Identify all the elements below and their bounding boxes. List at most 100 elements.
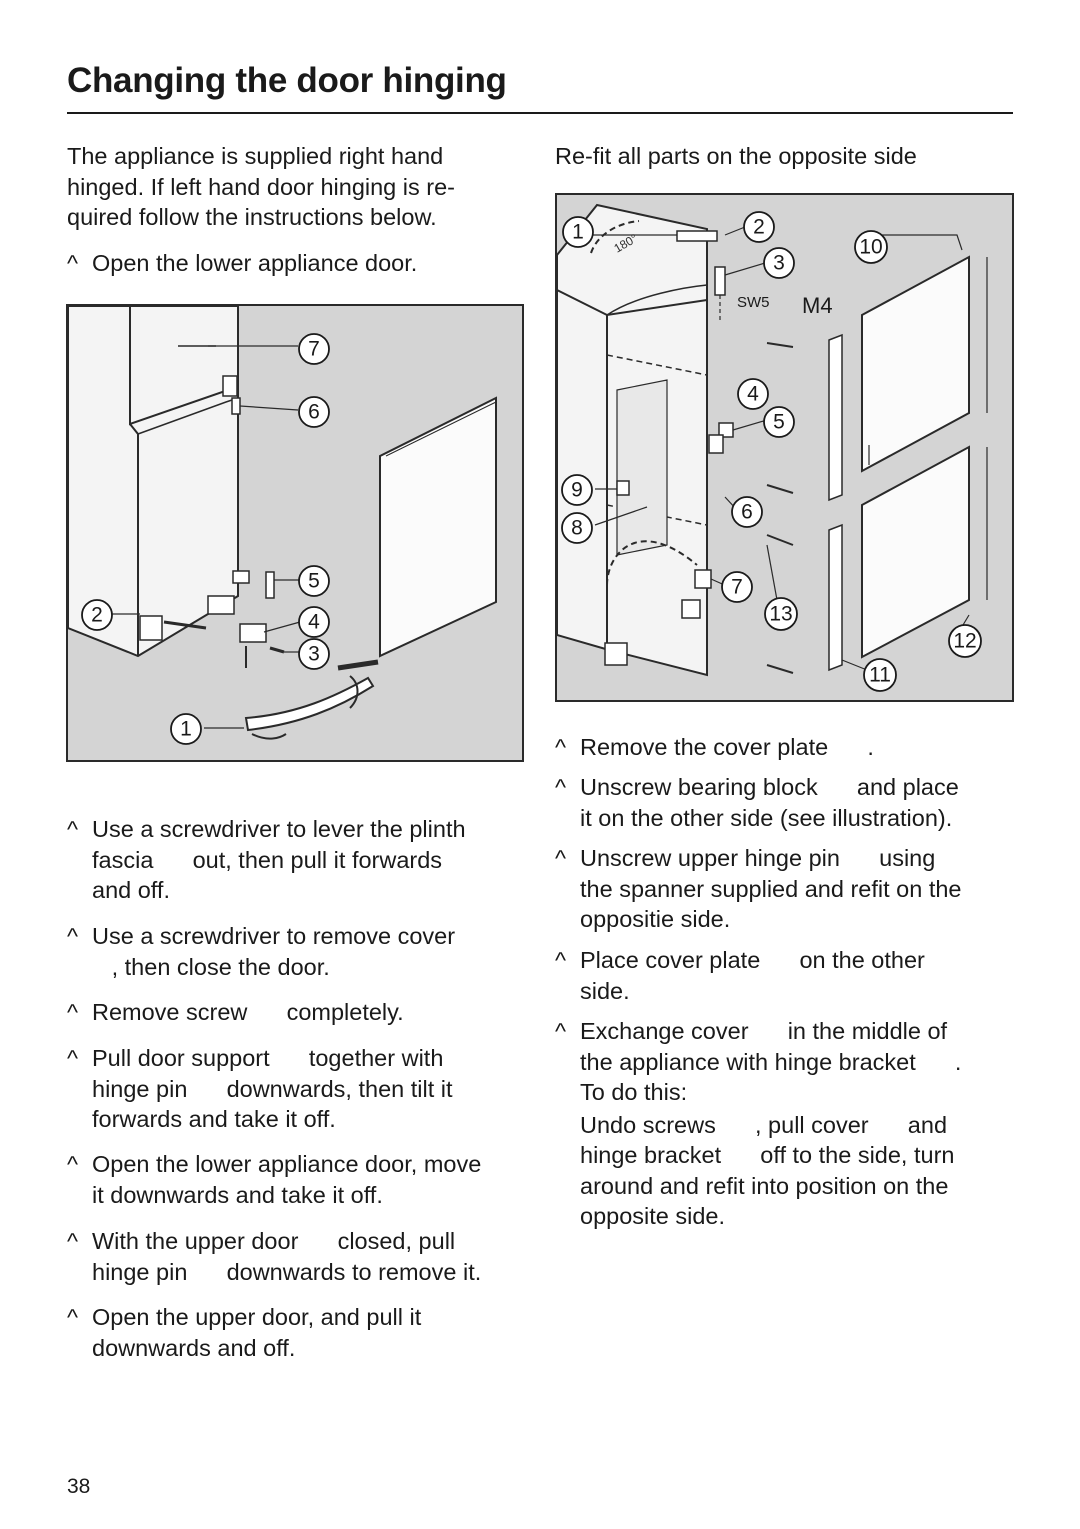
- callout-label: 3: [308, 643, 320, 666]
- step-line: hinge bracket off to the side, turn: [580, 1142, 955, 1168]
- callout-12: 12: [948, 624, 982, 658]
- callout-label: 9: [571, 479, 583, 502]
- step-line: and off.: [92, 877, 170, 903]
- callout-label: 3: [773, 252, 785, 275]
- step-line: Remove screw completely.: [92, 999, 404, 1025]
- callout-6: 6: [298, 396, 330, 428]
- step-open-lower-door: ^ Open the lower appliance door.: [67, 248, 417, 279]
- step-upper-hinge-pin-refit: ^ Unscrew upper hinge pin using the span…: [555, 843, 962, 935]
- step-line: Use a screwdriver to lever the plinth: [92, 816, 466, 842]
- step-marker: ^: [67, 1304, 79, 1330]
- step-line: Undo screws , pull cover and: [580, 1111, 948, 1138]
- callout-6: 6: [731, 496, 763, 528]
- page-title: Changing the door hinging: [67, 61, 507, 100]
- title-rule: [67, 112, 1013, 114]
- callout-label: 4: [747, 383, 759, 406]
- callout-5: 5: [298, 565, 330, 597]
- step-line: around and refit into position on the: [580, 1172, 949, 1199]
- step-marker: ^: [555, 1018, 567, 1044]
- step-plinth: ^ Use a screwdriver to lever the plinth …: [67, 814, 466, 906]
- intro-line: hinged. If left hand door hinging is re-: [67, 173, 456, 200]
- step-marker: ^: [67, 1151, 79, 1177]
- callout-10: 10: [854, 230, 888, 264]
- step-place-cover-plate: ^ Place cover plate on the other side.: [555, 945, 925, 1006]
- callout-label: 1: [572, 221, 584, 244]
- step-line: With the upper door closed, pull: [92, 1228, 456, 1254]
- callout-label: 4: [308, 611, 320, 634]
- page-number: 38: [67, 1475, 91, 1498]
- callout-7: 7: [298, 333, 330, 365]
- callout-4: 4: [298, 606, 330, 638]
- step-marker: ^: [67, 1228, 79, 1254]
- step-marker: ^: [555, 845, 567, 871]
- intro-line: The appliance is supplied right hand: [67, 143, 444, 169]
- step-marker: ^: [67, 923, 79, 949]
- step-marker: ^: [67, 250, 79, 276]
- callout-5: 5: [763, 406, 795, 438]
- callout-label: 2: [91, 604, 103, 627]
- callout-label: 6: [308, 401, 320, 424]
- callout-8: 8: [561, 512, 593, 544]
- step-line: Exchange cover in the middle of: [580, 1018, 948, 1044]
- step-line: it downwards and take it off.: [92, 1181, 383, 1208]
- step-line: Unscrew upper hinge pin using: [580, 845, 936, 871]
- refit-drawing: 180° SW5 M4: [557, 203, 988, 692]
- callout-label: 12: [953, 630, 976, 653]
- step-line: To do this:: [580, 1079, 688, 1105]
- step-line: hinge pin downwards, then tilt it: [92, 1075, 453, 1102]
- step-line: Remove the cover plate .: [580, 734, 874, 760]
- callout-label: 2: [753, 216, 765, 239]
- step-marker: ^: [67, 1045, 79, 1071]
- step-line: the spanner supplied and refit on the: [580, 875, 962, 902]
- step-line: Open the upper door, and pull it: [92, 1304, 422, 1330]
- step-door-support: ^ Pull door support together with hinge …: [67, 1043, 453, 1135]
- step-bearing-block: ^ Unscrew bearing block and place it on …: [555, 772, 959, 833]
- step-remove-screw: ^ Remove screw completely.: [67, 997, 404, 1028]
- refit-heading: Re-fit all parts on the opposite side: [555, 143, 917, 169]
- step-line: opposite side.: [580, 1203, 726, 1229]
- callout-label: 5: [773, 411, 785, 434]
- step-line: Use a screwdriver to remove cover: [92, 923, 456, 949]
- callout-7: 7: [721, 571, 753, 603]
- callout-9: 9: [561, 474, 593, 506]
- step-line: Pull door support together with: [92, 1045, 444, 1071]
- callout-label: 7: [308, 338, 320, 361]
- callout-label: 1: [180, 718, 192, 741]
- step-line: Place cover plate on the other: [580, 947, 925, 973]
- callout-2: 2: [81, 599, 113, 631]
- step-upper-door-off: ^ Open the upper door, and pull it downw…: [67, 1302, 421, 1363]
- step-exchange-cover: ^ Exchange cover in the middle of the ap…: [555, 1016, 961, 1232]
- callout-label: 11: [869, 664, 891, 687]
- step-line: forwards and take it off.: [92, 1106, 336, 1132]
- removal-illustration: 7 6 5 2 4 3 1: [66, 304, 524, 762]
- callout-label: 10: [859, 236, 882, 259]
- intro-paragraph: The appliance is supplied right hand hin…: [67, 141, 455, 233]
- callout-1: 1: [170, 713, 202, 745]
- callout-13: 13: [764, 597, 798, 631]
- spanner-size-label: SW5: [737, 294, 770, 311]
- step-marker: ^: [555, 947, 567, 973]
- callout-label: 5: [308, 570, 320, 593]
- step-line: downwards and off.: [92, 1334, 296, 1361]
- screw-size-label: M4: [802, 293, 833, 318]
- callout-label: 8: [571, 517, 583, 540]
- step-marker: ^: [555, 774, 567, 800]
- removal-drawing: 7 6 5 2 4 3 1: [68, 306, 497, 745]
- step-remove-cover-plate: ^ Remove the cover plate .: [555, 732, 874, 763]
- callout-label: 7: [731, 576, 743, 599]
- callout-1: 1: [562, 216, 594, 248]
- refit-illustration: 180° SW5 M4: [555, 193, 1014, 702]
- step-remove-cover: ^ Use a screwdriver to remove cover , th…: [67, 921, 455, 982]
- step-marker: ^: [555, 734, 567, 760]
- step-line: side.: [580, 977, 630, 1004]
- step-upper-hinge-pin: ^ With the upper door closed, pull hinge…: [67, 1226, 481, 1287]
- step-line: Open the lower appliance door, move: [92, 1151, 482, 1177]
- step-line: hinge pin downwards to remove it.: [92, 1258, 482, 1285]
- step-line: , then close the door.: [92, 953, 330, 980]
- callout-3: 3: [298, 638, 330, 670]
- step-line: oppositie side.: [580, 906, 731, 932]
- callout-label: 6: [741, 501, 753, 524]
- step-line: the appliance with hinge bracket .: [580, 1048, 962, 1075]
- step-line: fascia out, then pull it forwards: [92, 846, 443, 873]
- step-marker: ^: [67, 816, 79, 842]
